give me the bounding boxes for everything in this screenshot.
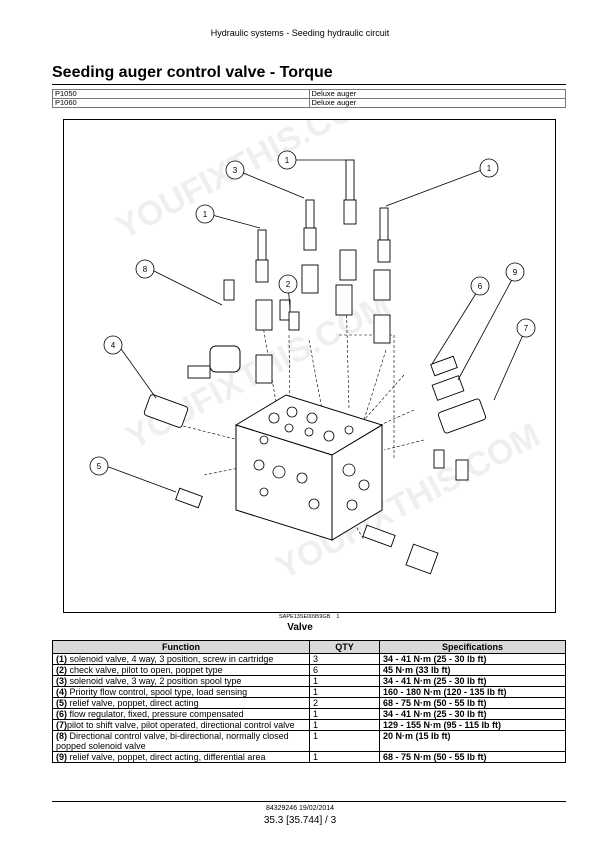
qty-cell: 6 [309,664,380,676]
function-text: solenoid valve, 4 way, 3 position, screw… [67,654,274,664]
function-cell: (4) Priority flow control, spool type, l… [52,686,310,698]
callout-number: 5 [97,462,102,471]
spec-cell: 20 N·m (15 lb ft) [379,730,566,752]
table-row: (3) solenoid valve, 3 way, 2 position sp… [52,675,566,687]
function-text: solenoid valve, 3 way, 2 position spool … [67,676,242,686]
function-cell: (9) relief valve, poppet, direct acting,… [52,751,310,763]
footer-divider [52,801,566,802]
watermark-text: YOUFIXTHIS.COM [110,120,386,247]
qty-cell: 2 [309,697,380,709]
function-text: check valve, pilot to open, poppet type [67,665,223,675]
item-number: (1) [56,654,67,664]
exploded-valve-diagram: YOUFIXTHIS.COM YOUFIXTHIS.COM YOUFIXTHIS… [63,119,556,613]
column-header-function: Function [52,640,310,654]
function-cell: (8) Directional control valve, bi-direct… [52,730,310,752]
callout-number: 1 [487,164,492,173]
item-number: (6) [56,709,67,719]
function-text: relief valve, poppet, direct acting, dif… [67,752,266,762]
model-cell: P1060 [52,98,310,108]
function-cell: (6) flow regulator, fixed, pressure comp… [52,708,310,720]
spec-cell: 68 - 75 N·m (50 - 55 lb ft) [379,751,566,763]
function-text: Directional control valve, bi-directiona… [56,731,289,751]
callout-number: 8 [143,265,148,274]
running-header: Hydraulic systems - Seeding hydraulic ci… [210,28,390,38]
table-row: (1) solenoid valve, 4 way, 3 position, s… [52,653,566,665]
callout-number: 1 [285,156,290,165]
spec-cell: 34 - 41 N·m (25 - 30 lb ft) [379,675,566,687]
qty-cell: 1 [309,719,380,731]
spec-cell: 160 - 180 N·m (120 - 135 lb ft) [379,686,566,698]
callout-number: 2 [286,280,291,289]
model-row: P1060 Deluxe auger [52,98,566,108]
function-cell: (3) solenoid valve, 3 way, 2 position sp… [52,675,310,687]
callout-number: 6 [478,282,483,291]
model-cell: P1050 [52,89,310,99]
function-cell: (2) check valve, pilot to open, poppet t… [52,664,310,676]
callout-number: 1 [203,210,208,219]
item-number: (7) [56,720,67,730]
figure-caption: Valve [287,622,313,633]
table-row: (7)pilot to shift valve, pilot operated,… [52,719,566,731]
table-row: (9) relief valve, poppet, direct acting,… [52,751,566,763]
table-row: (5) relief valve, poppet, direct acting … [52,697,566,709]
function-text: flow regulator, fixed, pressure compensa… [67,709,244,719]
figure-ref-code: SAPE13SE00959GB [279,614,331,620]
document-code: 84329246 19/02/2014 [265,805,335,812]
function-cell: (7)pilot to shift valve, pilot operated,… [52,719,310,731]
table-row: (2) check valve, pilot to open, poppet t… [52,664,566,676]
spec-cell: 45 N·m (33 lb ft) [379,664,566,676]
qty-cell: 1 [309,686,380,698]
title-divider [52,84,566,85]
function-text: Priority flow control, spool type, load … [67,687,248,697]
qty-cell: 1 [309,675,380,687]
callout-number: 9 [513,268,518,277]
callout-number: 7 [524,324,529,333]
table-header-row: Function QTY Specifications [52,640,566,654]
function-text: relief valve, poppet, direct acting [67,698,199,708]
spec-cell: 68 - 75 N·m (50 - 55 lb ft) [379,697,566,709]
function-text: pilot to shift valve, pilot operated, di… [67,720,295,730]
qty-cell: 1 [309,730,380,752]
item-number: (2) [56,665,67,675]
page-number: 35.3 [35.744] / 3 [263,815,337,826]
page-title: Seeding auger control valve - Torque [52,64,333,81]
qty-cell: 3 [309,653,380,665]
model-applicability-table: P1050 Deluxe auger P1060 Deluxe auger [52,89,566,108]
table-row: (4) Priority flow control, spool type, l… [52,686,566,698]
item-number: (5) [56,698,67,708]
column-header-qty: QTY [309,640,380,654]
spec-cell: 34 - 41 N·m (25 - 30 lb ft) [379,708,566,720]
callout-number: 4 [111,341,116,350]
torque-spec-table: Function QTY Specifications (1) solenoid… [52,640,566,763]
item-number: (8) [56,731,67,741]
figure-ref-number: 1 [336,614,340,620]
spec-cell: 129 - 155 N·m (95 - 115 lb ft) [379,719,566,731]
function-cell: (1) solenoid valve, 4 way, 3 position, s… [52,653,310,665]
spec-cell: 34 - 41 N·m (25 - 30 lb ft) [379,653,566,665]
qty-cell: 1 [309,751,380,763]
table-row: (8) Directional control valve, bi-direct… [52,730,566,752]
qty-cell: 1 [309,708,380,720]
option-cell: Deluxe auger [308,98,566,108]
item-number: (9) [56,752,67,762]
table-row: (6) flow regulator, fixed, pressure comp… [52,708,566,720]
function-cell: (5) relief valve, poppet, direct acting [52,697,310,709]
model-row: P1050 Deluxe auger [52,89,566,99]
callout-number: 3 [233,166,238,175]
valve-illustration: YOUFIXTHIS.COM YOUFIXTHIS.COM YOUFIXTHIS… [89,120,546,587]
column-header-specs: Specifications [379,640,566,654]
figure-reference: SAPE13SE00959GB 1 [279,614,339,620]
item-number: (3) [56,676,67,686]
item-number: (4) [56,687,67,697]
